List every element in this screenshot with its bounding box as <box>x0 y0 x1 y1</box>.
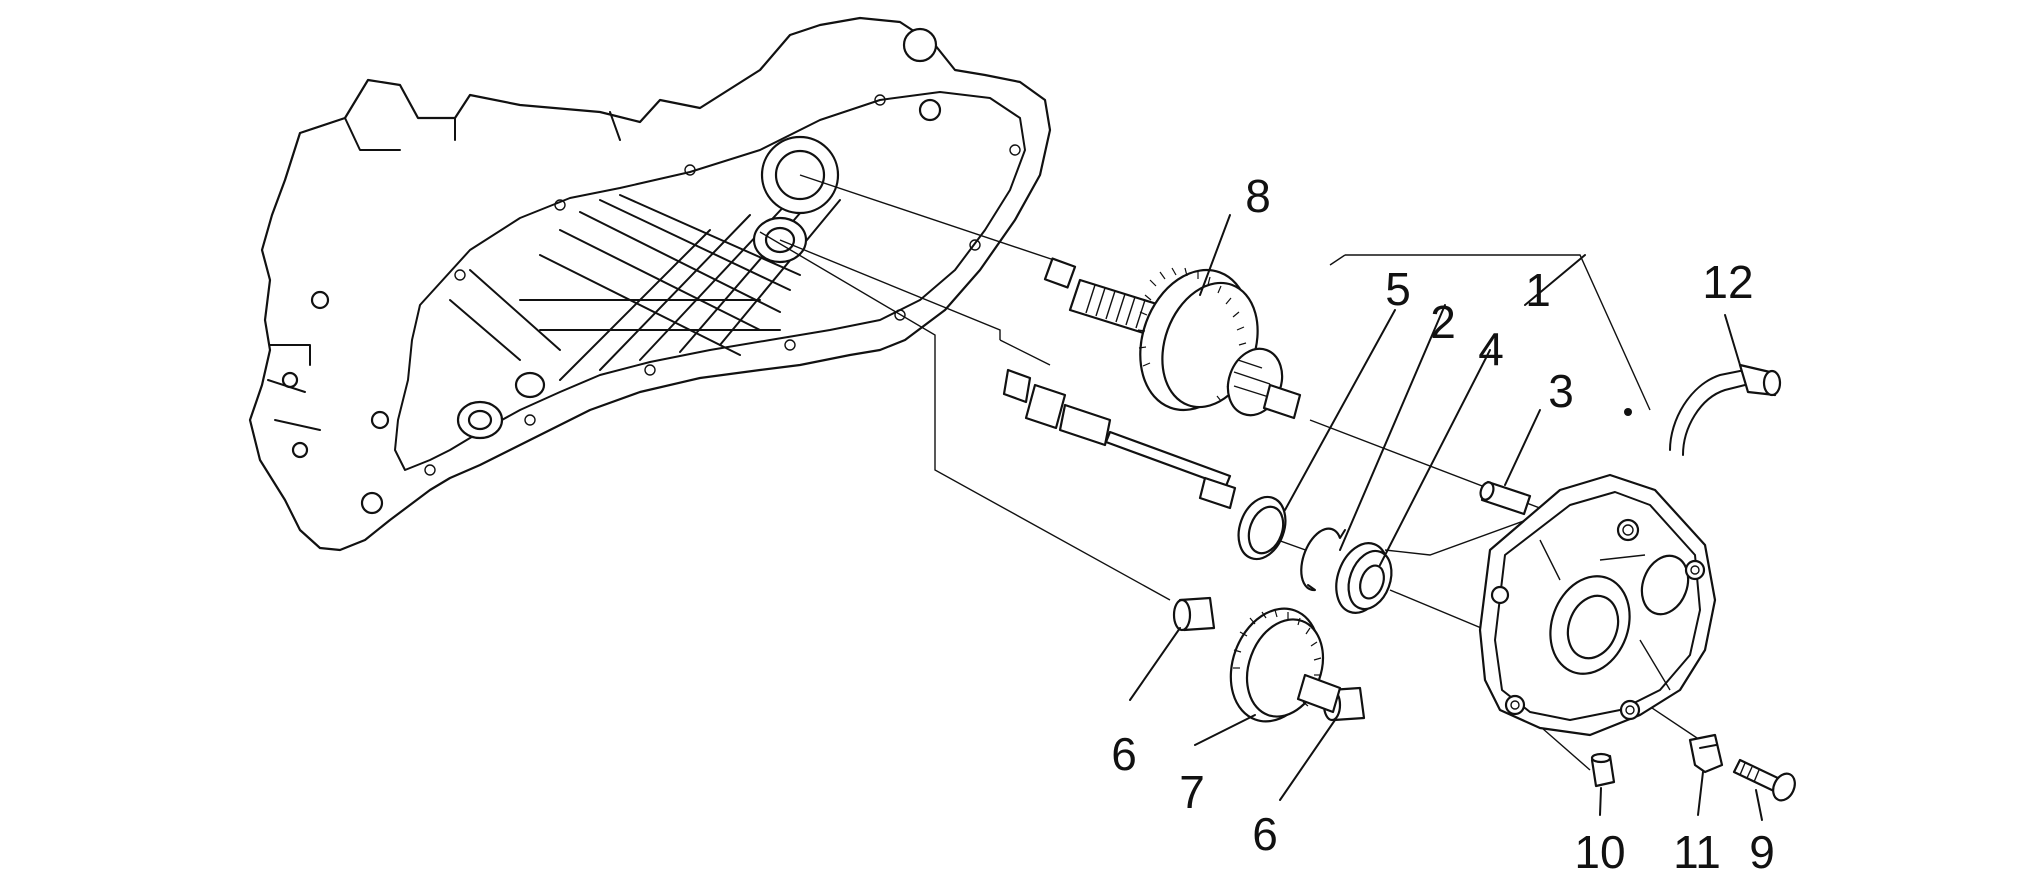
callout-4: 4 <box>1478 323 1504 375</box>
crankcase-housing <box>248 16 1052 552</box>
callout-3: 3 <box>1548 365 1574 417</box>
kit-bullet-icon <box>1624 408 1632 416</box>
callout-12: 12 <box>1702 256 1753 308</box>
part-10-dowel <box>1590 752 1616 788</box>
callout-6b: 6 <box>1252 808 1278 860</box>
callout-2: 2 <box>1430 296 1456 348</box>
callout-8: 8 <box>1245 170 1271 222</box>
part-11-clip <box>1688 733 1724 774</box>
callout-labels: 8 5 2 1 4 3 12 6 7 6 10 11 9 <box>1111 170 1775 874</box>
part-9-bolt <box>1732 758 1796 802</box>
part-7-gear <box>1229 607 1342 723</box>
part-1-cover <box>1478 408 1717 737</box>
part-5-ring <box>1237 495 1287 561</box>
part-8-shaft-gear <box>1043 257 1302 420</box>
callout-6a: 6 <box>1111 728 1137 780</box>
callout-5: 5 <box>1385 263 1411 315</box>
part-2-circlip <box>1300 527 1346 592</box>
callout-10: 10 <box>1574 826 1625 874</box>
callout-11: 11 <box>1673 826 1721 874</box>
callout-1: 1 <box>1525 264 1551 316</box>
callout-7: 7 <box>1179 766 1205 818</box>
callout-9: 9 <box>1749 826 1775 874</box>
part-6-bushing-upper <box>1172 596 1216 632</box>
part-12-hose <box>1669 363 1782 456</box>
callout-leaders <box>1129 214 1763 821</box>
drive-shaft <box>1002 368 1237 510</box>
part-3-pin <box>1479 480 1532 516</box>
